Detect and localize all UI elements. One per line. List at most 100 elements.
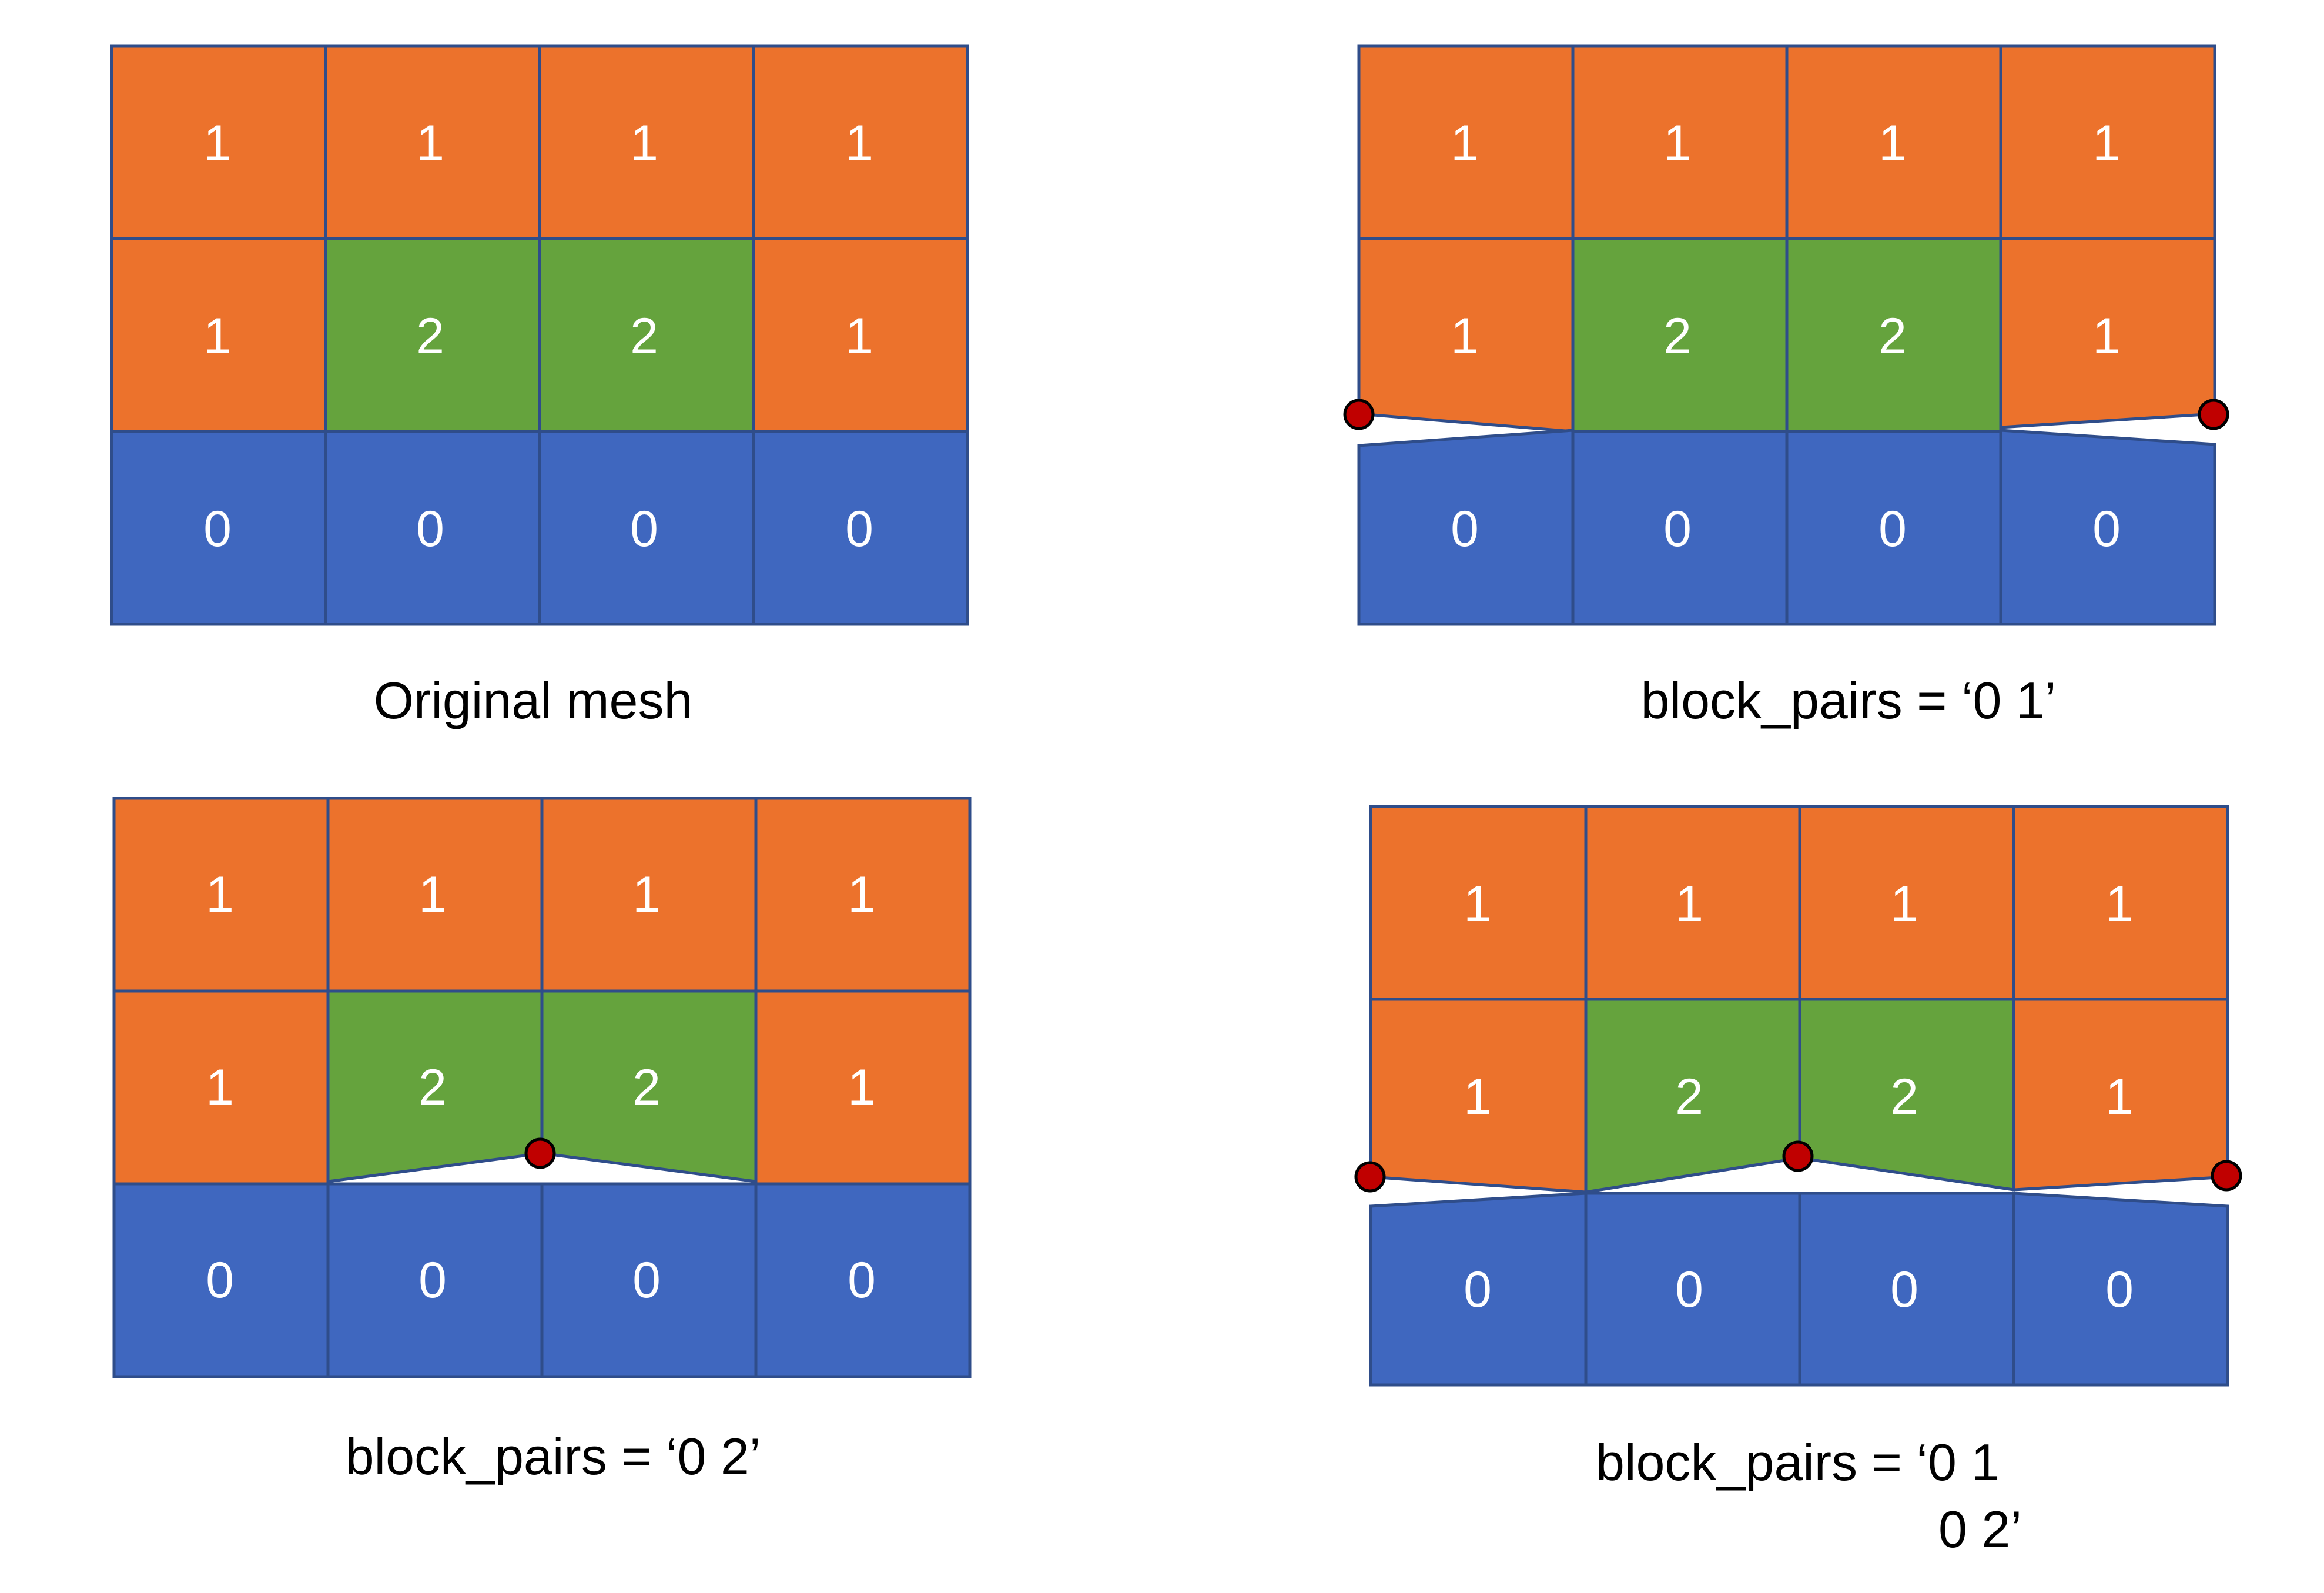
cell-r1-c2 <box>1785 237 2002 433</box>
cell-label: 0 <box>630 501 658 557</box>
cell-r0-c0 <box>1357 44 1575 240</box>
cell-label: 0 <box>416 501 444 557</box>
cell-label: 0 <box>1663 501 1692 557</box>
cell-label: 1 <box>2092 115 2121 172</box>
cell-label: 1 <box>2092 308 2121 364</box>
cell-label: 1 <box>1878 115 1907 172</box>
cell-label: 0 <box>1464 1261 1492 1318</box>
mesh <box>1357 44 2216 626</box>
cell-label: 2 <box>1675 1069 1703 1125</box>
cell-r0-c2 <box>538 44 755 240</box>
cell-label: 1 <box>1451 308 1479 364</box>
panel-caption: block_pairs = ‘0 1’ <box>1641 671 2057 729</box>
mesh <box>112 796 972 1378</box>
cell-label: 2 <box>416 308 444 364</box>
cell-label: 1 <box>630 115 658 172</box>
labels: 1 1 1 1 1 2 2 1 0 0 0 0 <box>1464 876 2134 1318</box>
cell-r0-c0 <box>110 44 327 240</box>
cell-r0-c0 <box>112 796 330 993</box>
labels: 1 1 1 1 1 2 2 1 0 0 0 0 <box>203 115 873 557</box>
split-node-marker <box>2211 1160 2242 1192</box>
split-node-marker <box>2198 399 2229 430</box>
cell-r2-c2 <box>540 1182 758 1378</box>
cell-label: 1 <box>206 1059 234 1116</box>
split-node-marker <box>1354 1161 1386 1193</box>
cell-r2-c1 <box>326 1182 544 1378</box>
cell-label: 2 <box>630 308 658 364</box>
cell-label: 1 <box>848 866 876 923</box>
cell-label: 0 <box>2105 1261 2134 1318</box>
cell-r2-c3 <box>2012 1192 2229 1387</box>
cell-label: 2 <box>1878 308 1907 364</box>
panel-caption: block_pairs = ‘0 2’ <box>346 1427 761 1485</box>
panel-original-mesh: 1 1 1 1 1 2 2 1 0 0 0 0 Original mesh <box>110 44 969 729</box>
cell-r1-c3 <box>754 989 972 1186</box>
cell-label: 1 <box>848 1059 876 1116</box>
cell-label: 2 <box>1890 1069 1918 1125</box>
cell-r2-c1 <box>1571 430 1789 626</box>
split-node-marker <box>524 1137 556 1169</box>
labels: 1 1 1 1 1 2 2 1 0 0 0 0 <box>206 866 876 1308</box>
cell-r0-c1 <box>1584 805 1801 1001</box>
cell-r0-c3 <box>752 44 969 240</box>
cell-label: 2 <box>632 1059 661 1116</box>
cell-r2-c3 <box>754 1182 972 1378</box>
cell-r2-c0 <box>110 430 327 626</box>
cell-label: 0 <box>1878 501 1907 557</box>
cell-r2-c3 <box>1999 429 2216 626</box>
cell-label: 1 <box>1890 876 1918 932</box>
cell-label: 1 <box>418 866 447 923</box>
cell-label: 0 <box>632 1252 661 1308</box>
cell-r1-c1 <box>324 237 541 433</box>
split-node-marker <box>1782 1140 1814 1172</box>
cell-r1-c1 <box>1571 237 1789 433</box>
mesh <box>1369 805 2229 1387</box>
cell-r0-c1 <box>1571 44 1789 240</box>
cell-r2-c1 <box>324 430 541 626</box>
cell-r2-c2 <box>1785 430 2002 626</box>
panel-caption: Original mesh <box>374 671 693 729</box>
cell-label: 2 <box>418 1059 447 1116</box>
cell-label: 0 <box>845 501 873 557</box>
cell-label: 0 <box>203 501 232 557</box>
cell-label: 1 <box>2105 876 2134 932</box>
cell-label: 1 <box>1663 115 1692 172</box>
cell-r0-c3 <box>1999 44 2216 240</box>
labels: 1 1 1 1 1 2 2 1 0 0 0 0 <box>1451 115 2121 557</box>
cell-r1-c3 <box>752 237 969 433</box>
cell-label: 2 <box>1663 308 1692 364</box>
cell-label: 1 <box>203 115 232 172</box>
cell-label: 0 <box>206 1252 234 1308</box>
cell-label: 0 <box>2092 501 2121 557</box>
cell-label: 1 <box>845 115 873 172</box>
split-node-marker <box>1343 399 1375 430</box>
panel-block-pairs-0-2: 1 1 1 1 1 2 2 1 0 0 0 0 block_pairs = ‘0… <box>112 796 972 1485</box>
cell-r2-c3 <box>752 430 969 626</box>
mesh <box>110 44 969 626</box>
panel-caption-line-2: 0 2’ <box>1938 1500 2022 1558</box>
cell-r0-c2 <box>1785 44 2002 240</box>
cell-label: 1 <box>1451 115 1479 172</box>
cell-label: 1 <box>1464 1069 1492 1125</box>
cell-label: 1 <box>203 308 232 364</box>
cell-label: 0 <box>1890 1261 1918 1318</box>
cell-label: 0 <box>1451 501 1479 557</box>
cell-label: 1 <box>632 866 661 923</box>
cell-label: 0 <box>848 1252 876 1308</box>
cell-label: 1 <box>416 115 444 172</box>
cell-label: 1 <box>206 866 234 923</box>
cell-r0-c0 <box>1369 805 1588 1001</box>
cell-label: 1 <box>1675 876 1703 932</box>
cell-label: 0 <box>1675 1261 1703 1318</box>
cell-r0-c1 <box>324 44 541 240</box>
cell-label: 0 <box>418 1252 447 1308</box>
cell-r2-c0 <box>112 1182 330 1378</box>
panel-block-pairs-0-1: 1 1 1 1 1 2 2 1 0 0 0 0 block_pairs = ‘0… <box>1343 44 2229 729</box>
cell-r0-c2 <box>1798 805 2015 1001</box>
cell-label: 1 <box>1464 876 1492 932</box>
cell-r0-c3 <box>2012 805 2229 1001</box>
cell-label: 1 <box>845 308 873 364</box>
panel-caption: block_pairs = ‘0 1 <box>1596 1433 2000 1491</box>
cell-label: 1 <box>2105 1069 2134 1125</box>
